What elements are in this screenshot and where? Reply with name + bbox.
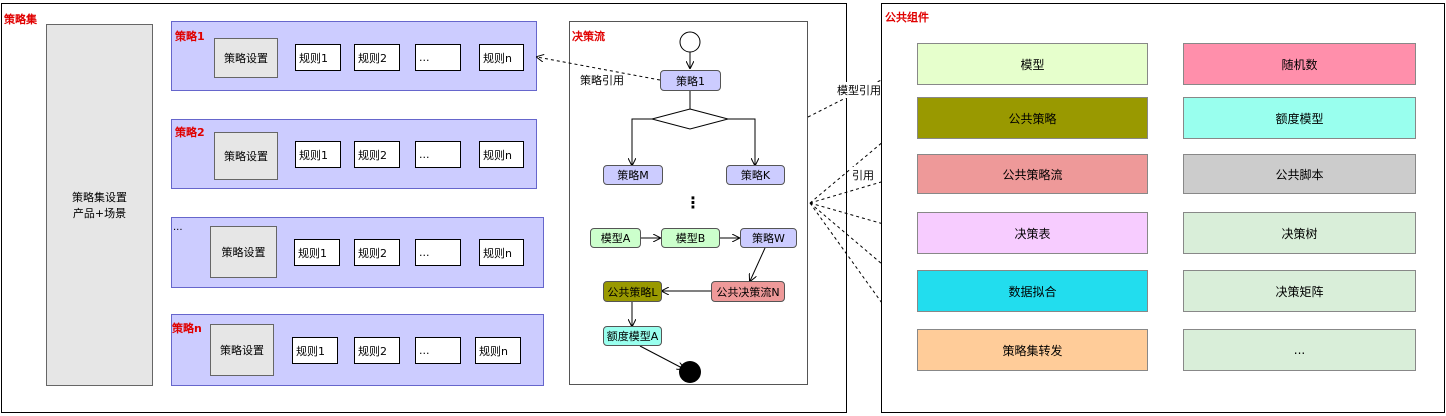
strategy-set-title: 策略集 [4,13,37,26]
flow-node-model-a[interactable]: 模型A [590,228,641,248]
model-ref-arrow [807,63,915,118]
policy-row-title: 策略n [172,322,202,335]
end-node [679,361,701,383]
rule-box[interactable]: 规则1 [292,337,338,364]
rule-box[interactable]: 规则1 [295,44,341,71]
policy-row-title: 策略2 [175,126,205,139]
policy-setting-box[interactable]: 策略设置 [210,226,277,278]
rule-box[interactable]: 规则n [479,239,524,266]
flow-node-policy-m[interactable]: 策略M [603,165,663,185]
policy-setting-box[interactable]: 策略设置 [210,324,274,376]
component-more[interactable]: ... [1183,329,1416,371]
decision-flow-title: 决策流 [572,30,605,43]
component-decision-table[interactable]: 决策表 [917,212,1148,254]
decision-diamond [650,108,730,130]
flow-edge [728,118,755,165]
rule-box[interactable]: 规则n [479,44,524,71]
policy-ref-arrow [537,57,661,81]
flow-edge [632,118,652,165]
flow-node-policy-k[interactable]: 策略K [726,165,785,185]
rule-box[interactable]: 规则n [479,141,524,168]
policy-setting-box[interactable]: 策略设置 [214,132,278,180]
component-decision-tree[interactable]: 决策树 [1183,212,1416,254]
component-random[interactable]: 随机数 [1183,43,1416,85]
component-quota-model[interactable]: 额度模型 [1183,97,1416,139]
strategy-set-settings[interactable]: 策略集设置 产品+场景 [46,24,153,386]
start-node [679,31,701,53]
rule-box[interactable]: 规则2 [354,141,400,168]
rule-box[interactable]: 规则2 [354,337,400,364]
component-model[interactable]: 模型 [917,43,1148,85]
rule-box[interactable]: ... [415,44,461,71]
rule-box[interactable]: 规则2 [354,44,400,71]
flow-edge [750,247,766,281]
rule-box[interactable]: 规则2 [354,239,400,266]
policy-setting-box[interactable]: 策略设置 [214,38,278,78]
policy-row-title: 策略1 [175,30,205,43]
flow-node-common-flow-n[interactable]: 公共决策流N [711,281,785,302]
component-decision-matrix[interactable]: 决策矩阵 [1183,270,1416,312]
component-data-fitting[interactable]: 数据拟合 [917,270,1148,312]
policy-row-title: ... [173,222,183,233]
flow-node-quota-model-a[interactable]: 额度模型A [603,326,662,346]
rule-box[interactable]: ... [415,337,461,364]
component-strategy-forward[interactable]: 策略集转发 [917,329,1148,371]
rule-box[interactable]: 规则n [475,337,521,364]
flow-node-model-b[interactable]: 模型B [661,228,720,248]
component-common-script[interactable]: 公共脚本 [1183,154,1416,194]
strategy-set-settings-label: 策略集设置 [72,191,127,204]
flow-edge [639,345,684,369]
ref-label: 引用 [851,167,875,183]
rule-box[interactable]: ... [415,141,461,168]
flow-node-common-policy-l[interactable]: 公共策略L [603,281,662,302]
rule-box[interactable]: 规则1 [295,141,341,168]
rule-box[interactable]: 规则1 [294,239,340,266]
component-common-flow[interactable]: 公共策略流 [917,154,1148,194]
model-ref-label: 模型引用 [836,82,882,98]
flow-node-policy-1[interactable]: 策略1 [660,70,721,91]
rule-box[interactable]: ... [415,239,461,266]
strategy-set-settings-sub: 产品+场景 [72,207,127,220]
flow-ellipsis: ⋮ [685,193,701,212]
flow-node-policy-w[interactable]: 策略W [740,228,797,248]
component-common-policy[interactable]: 公共策略 [917,97,1148,139]
components-title: 公共组件 [885,11,929,24]
policy-ref-label: 策略引用 [580,74,624,87]
